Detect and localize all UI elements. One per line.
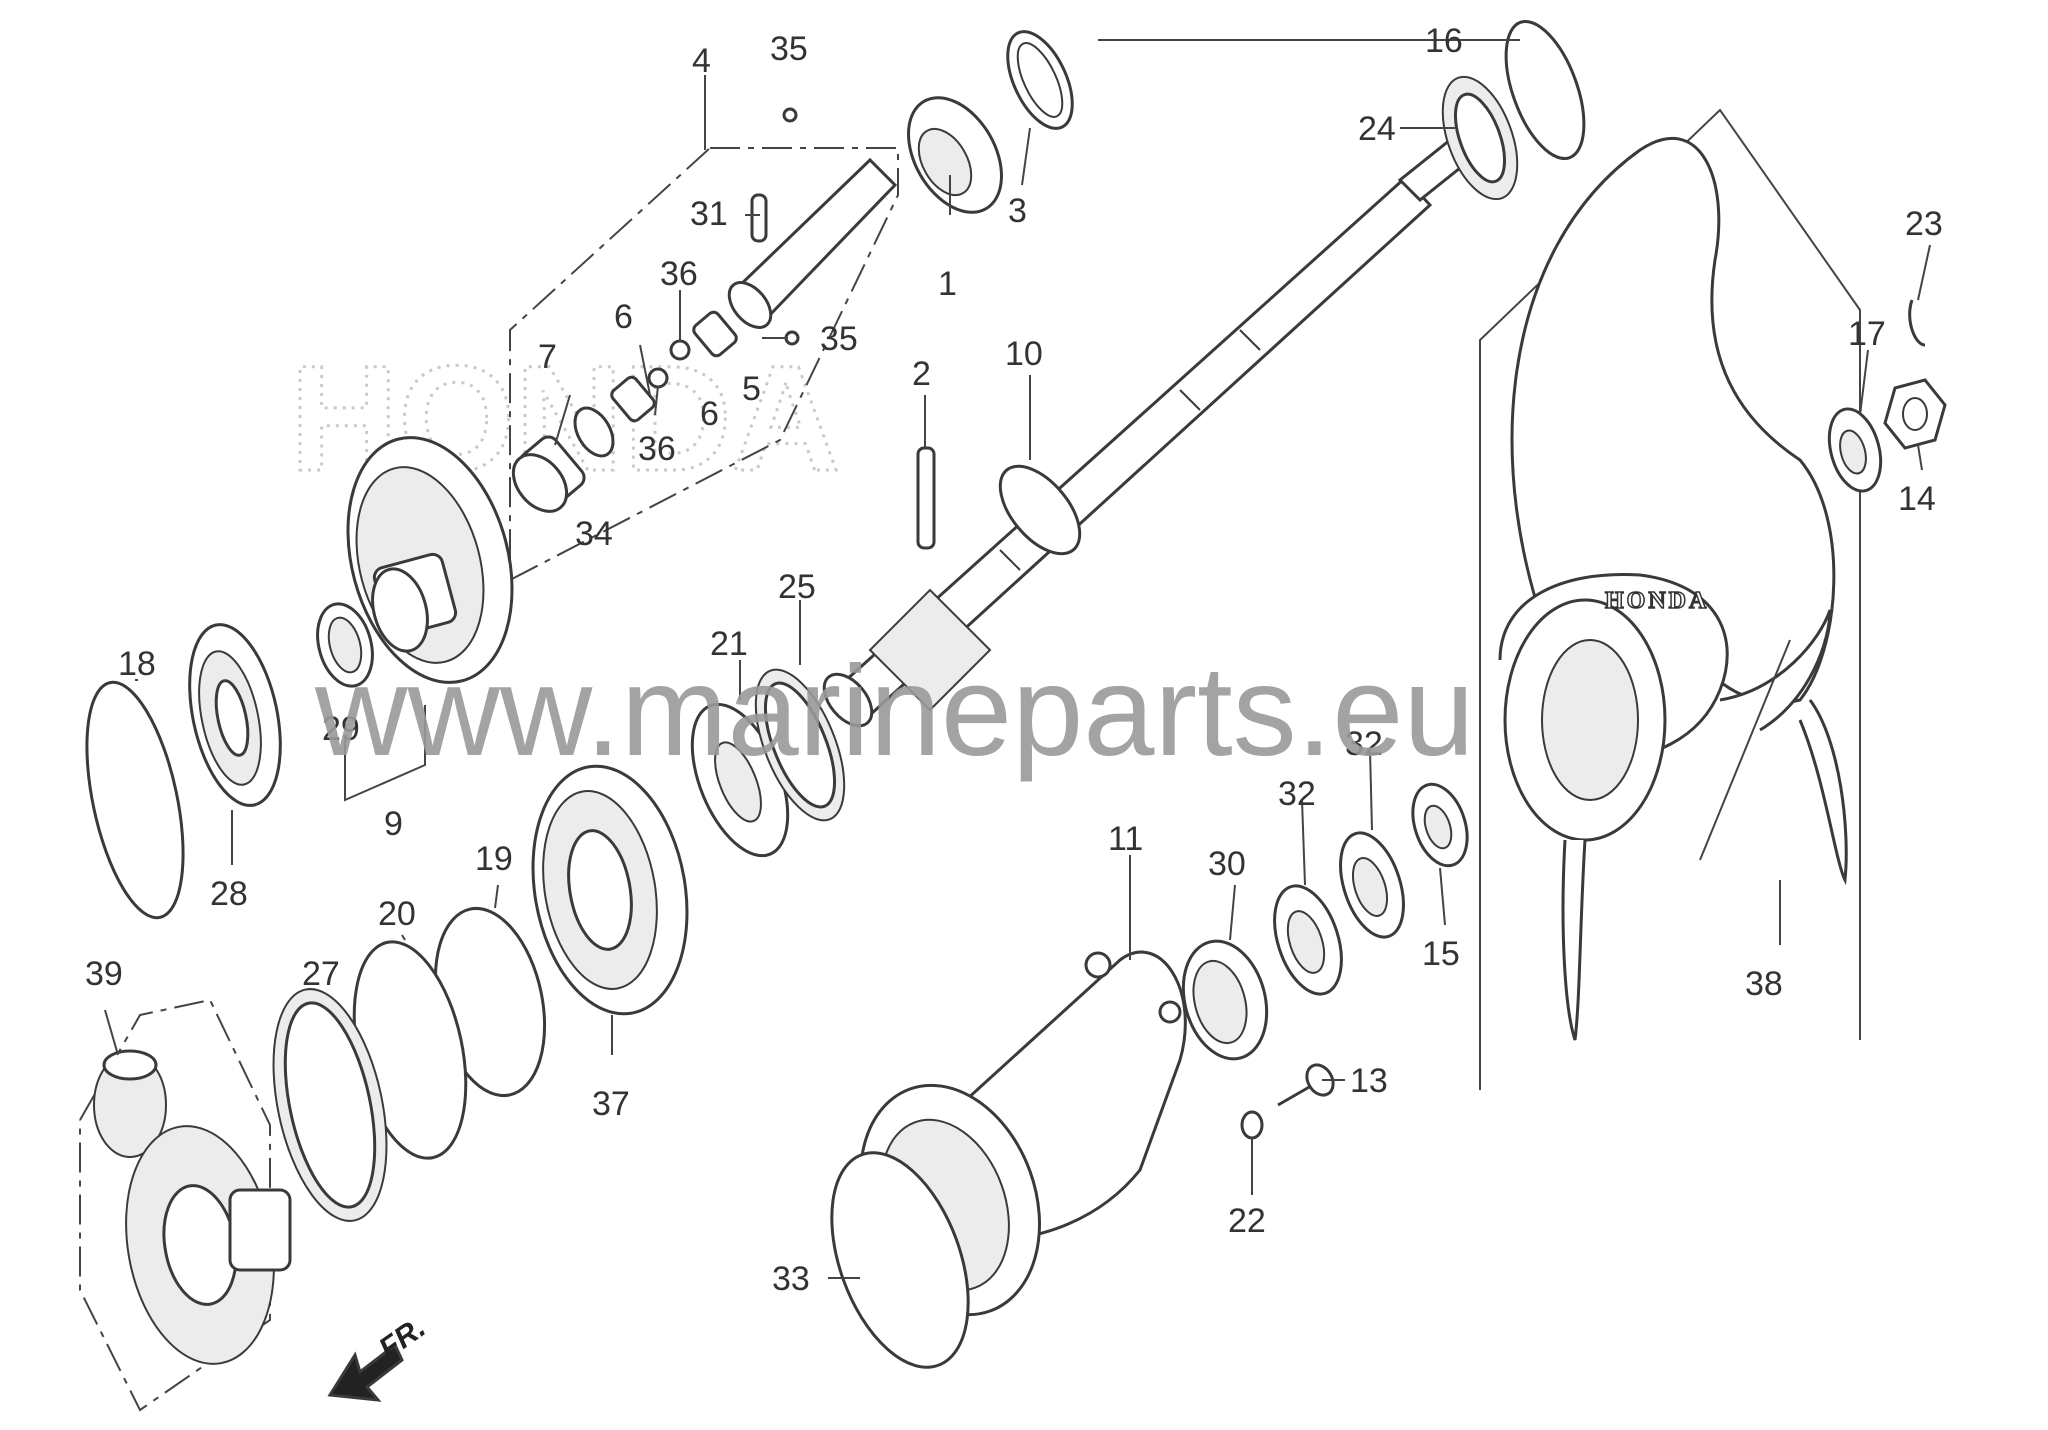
callout-13: 13 bbox=[1350, 1062, 1388, 1100]
callout-10: 10 bbox=[1005, 335, 1043, 373]
callout-37: 37 bbox=[592, 1085, 630, 1123]
ring-3 bbox=[1006, 30, 1074, 130]
callout-19: 19 bbox=[475, 840, 513, 878]
forward-gear bbox=[346, 436, 514, 684]
callout-29: 29 bbox=[322, 710, 360, 748]
pinion-gear bbox=[93, 1049, 167, 1158]
spacer-17 bbox=[1827, 407, 1883, 493]
thrust-washer-16 bbox=[1504, 19, 1586, 161]
needle-bearing-29 bbox=[316, 602, 374, 688]
callout-39: 39 bbox=[85, 955, 123, 993]
callout-34: 34 bbox=[575, 515, 613, 553]
callout-labels: 1 2 3 4 5 6 6 7 9 10 11 13 14 15 16 17 1… bbox=[85, 22, 1943, 1298]
callout-35a: 35 bbox=[770, 30, 808, 68]
callout-22: 22 bbox=[1228, 1202, 1266, 1240]
callout-9: 9 bbox=[384, 805, 403, 843]
clutch-shifter bbox=[907, 96, 1003, 214]
bracket-9 bbox=[344, 705, 426, 802]
o-ring-33 bbox=[830, 1151, 970, 1369]
bearing-holder-37 bbox=[531, 764, 689, 1016]
callout-11: 11 bbox=[1108, 820, 1143, 858]
oil-seal-32b bbox=[1339, 831, 1405, 939]
callout-31: 31 bbox=[690, 195, 728, 233]
callout-20: 20 bbox=[378, 895, 416, 933]
callout-27: 27 bbox=[302, 955, 340, 993]
reverse-gear bbox=[125, 1125, 292, 1365]
callout-25: 25 bbox=[778, 568, 816, 606]
callout-16: 16 bbox=[1425, 22, 1463, 60]
callout-6b: 6 bbox=[700, 395, 719, 433]
thrust-bearing-25 bbox=[754, 668, 846, 822]
ball-bearing-28 bbox=[188, 623, 282, 807]
callout-7: 7 bbox=[538, 338, 557, 376]
callout-15: 15 bbox=[1422, 935, 1460, 973]
callout-23: 23 bbox=[1905, 205, 1943, 243]
leader-lines bbox=[104, 39, 1931, 1279]
callout-36b: 36 bbox=[638, 430, 676, 468]
springs-6 bbox=[610, 310, 738, 423]
needle-bearing-30 bbox=[1181, 939, 1269, 1061]
thrust-washer-15 bbox=[1411, 782, 1469, 868]
clip-34 bbox=[573, 406, 615, 458]
callout-1: 1 bbox=[938, 265, 957, 303]
callout-35b: 35 bbox=[820, 320, 858, 358]
cotter-pin-23 bbox=[1908, 299, 1926, 347]
ball-36a bbox=[669, 339, 691, 361]
callout-6a: 6 bbox=[614, 298, 633, 336]
website-watermark: www.marineparts.eu bbox=[314, 640, 1475, 783]
callout-33: 33 bbox=[772, 1260, 810, 1298]
callout-2: 2 bbox=[912, 355, 931, 393]
callout-3: 3 bbox=[1008, 192, 1027, 230]
callout-14: 14 bbox=[1898, 480, 1936, 518]
callout-24: 24 bbox=[1358, 110, 1396, 148]
callout-32b: 32 bbox=[1345, 725, 1383, 763]
pin-2 bbox=[916, 446, 936, 550]
callout-32a: 32 bbox=[1278, 775, 1316, 813]
callout-30: 30 bbox=[1208, 845, 1246, 883]
ball-35a bbox=[782, 107, 798, 123]
propeller: HONDA bbox=[1479, 108, 1861, 1090]
bolt-13 bbox=[1277, 1063, 1335, 1107]
shift-assembly-outline bbox=[509, 147, 899, 582]
callout-5: 5 bbox=[742, 370, 761, 408]
callout-4: 4 bbox=[692, 42, 711, 80]
thrust-bearing-24 bbox=[1441, 75, 1519, 201]
callout-18: 18 bbox=[118, 645, 156, 683]
shift-slider bbox=[727, 157, 898, 329]
washer-22 bbox=[1240, 1110, 1264, 1140]
callout-28: 28 bbox=[210, 875, 248, 913]
pin-31 bbox=[750, 193, 768, 243]
callout-21: 21 bbox=[710, 625, 748, 663]
propeller-brand-mark: HONDA bbox=[1605, 588, 1709, 614]
callout-17: 17 bbox=[1848, 315, 1886, 353]
callout-36a: 36 bbox=[660, 255, 698, 293]
o-ring-18 bbox=[85, 680, 185, 920]
plunger-7 bbox=[511, 435, 586, 513]
callout-38: 38 bbox=[1745, 965, 1783, 1003]
ball-36b bbox=[647, 367, 669, 389]
prop-nut-14 bbox=[1883, 378, 1947, 450]
front-direction-arrow: FR. bbox=[327, 1311, 432, 1402]
oil-seal-32a bbox=[1273, 884, 1343, 996]
